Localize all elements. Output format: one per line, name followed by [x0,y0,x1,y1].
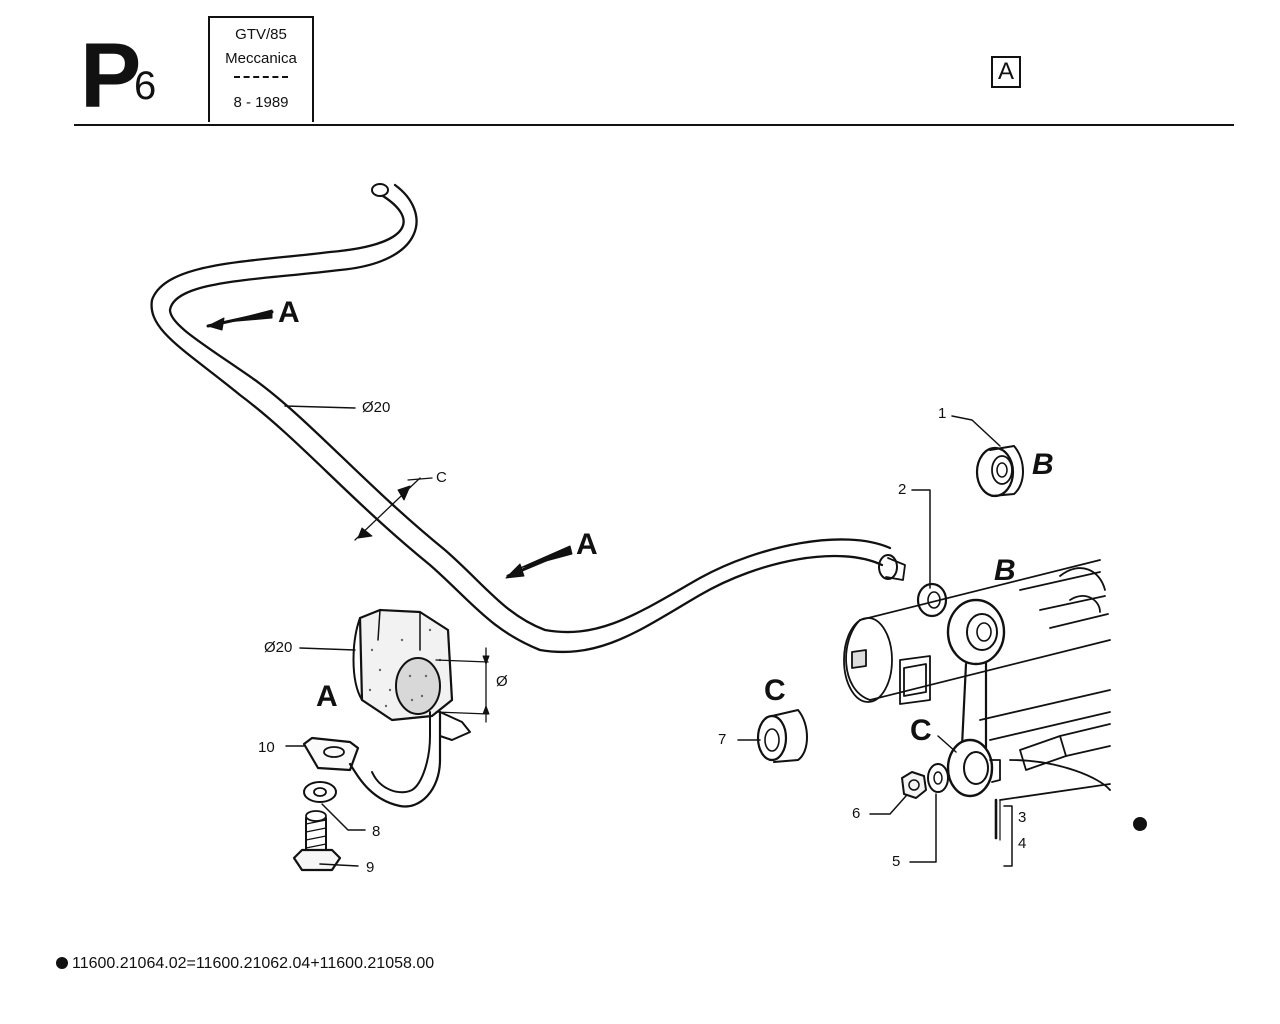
leader-1 [951,415,1001,447]
nut-6 [901,771,927,799]
leader-diameter-bar [284,405,356,409]
category-name: Meccanica [225,50,297,67]
part-number-2: 2 [898,481,907,498]
view-box-label: A [991,56,1021,88]
reference-dot [1133,817,1147,831]
footer-note: 11600.21064.02=11600.21062.04+11600.2105… [56,955,434,973]
model-info-box: GTV/85 Meccanica 8 - 1989 [208,16,314,122]
callout-c-link: C [910,714,932,747]
label-diameter-bush: Ø20 [264,639,293,656]
leader-c-link [937,735,957,753]
model-name: GTV/85 [235,26,287,43]
leader-8 [321,803,366,831]
label-dim-c: C [436,469,447,486]
mounting-bracket [302,710,471,808]
part-number-5: 5 [892,853,901,870]
label-diameter-bar: Ø20 [362,399,391,416]
drop-link [946,598,1006,841]
section-letter: P [80,25,141,127]
part-number-7: 7 [718,731,727,748]
edition-date: 8 - 1989 [233,94,289,111]
part-number-3: 3 [1018,809,1027,826]
washer-5 [927,763,949,793]
callout-a-mid: A [576,528,598,561]
leader-2 [911,489,931,589]
callout-a-top: A [278,296,300,329]
leader-9 [319,863,359,867]
leader-6 [869,795,907,815]
suspension-arm [843,559,1111,801]
bolt-9 [292,810,342,872]
arrow-a-mid [505,545,573,579]
part-number-4: 4 [1018,835,1027,852]
part-number-8: 8 [372,823,381,840]
bracket-3-4 [1003,805,1013,867]
arrow-a-top [206,309,274,331]
washer-8 [303,781,337,803]
bullet-icon [56,957,68,969]
part-number-10: 10 [258,739,275,756]
callout-b-top: B [1032,448,1054,481]
callout-a-detail: A [316,680,338,713]
bushing-7 [756,709,808,763]
header-rule [74,124,1234,126]
callout-c-bush: C [764,674,786,707]
section-number: 6 [134,64,157,108]
part-number-1: 1 [938,405,947,422]
label-dim-phi: Ø [496,673,508,690]
stabilizer-bar [150,183,906,654]
leader-diameter-bush [299,647,356,651]
callout-b-link: B [994,554,1016,587]
bushing-1 [975,445,1024,498]
part-number-6: 6 [852,805,861,822]
bushing-a [352,608,490,723]
divider [234,76,288,78]
dimension-c [354,477,433,541]
part-number-9: 9 [366,859,375,876]
leader-5 [909,793,937,863]
footer-code-line: 11600.21064.02=11600.21062.04+11600.2105… [72,955,435,972]
